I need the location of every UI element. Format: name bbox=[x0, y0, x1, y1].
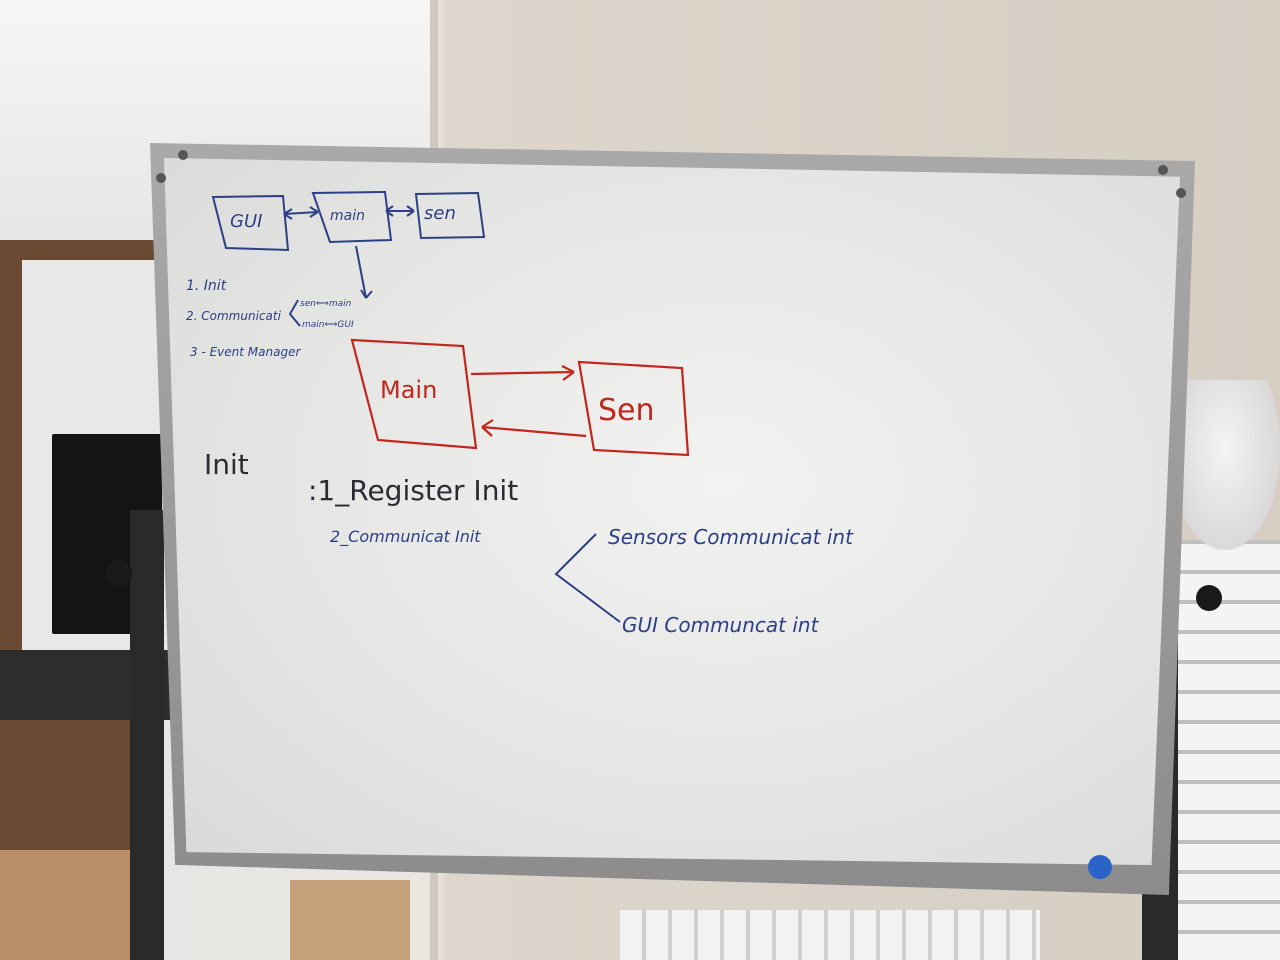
brace bbox=[288, 299, 301, 327]
stand-knob-left bbox=[106, 560, 132, 586]
init-heading: Init bbox=[204, 448, 249, 481]
init-step-communicat: 2_Communicat Init bbox=[330, 527, 481, 547]
arrow-main-sen bbox=[385, 205, 415, 217]
box-gui-outline bbox=[211, 194, 290, 252]
branch-gui: GUI Communcat int bbox=[622, 613, 820, 637]
screw bbox=[1158, 165, 1168, 175]
plastic-bag bbox=[1170, 380, 1280, 550]
screw bbox=[156, 173, 166, 183]
list-sub-sen-main: sen⟺main bbox=[300, 299, 352, 309]
whiteboard-surface bbox=[164, 158, 1180, 866]
list-sub-main-gui: main⟺GUI bbox=[302, 320, 354, 330]
red-arrow-sen-main bbox=[481, 419, 587, 438]
screw bbox=[1176, 188, 1186, 198]
red-box-main-outline bbox=[350, 338, 478, 450]
box-sen-outline bbox=[414, 191, 486, 240]
list-item-event-manager: 3 - Event Manager bbox=[190, 345, 301, 359]
arrow-gui-main bbox=[283, 206, 319, 220]
branch-sensors: Sensors Communicat int bbox=[608, 525, 854, 549]
arrow-main-down bbox=[355, 245, 373, 299]
list-item-communication: 2. Communicati bbox=[186, 309, 282, 323]
main-label: main bbox=[330, 208, 365, 224]
cardboard-box-right bbox=[290, 880, 410, 960]
radiator bbox=[620, 910, 1040, 960]
stand-knob-right bbox=[1196, 585, 1222, 611]
brand-sticker bbox=[1088, 855, 1112, 879]
red-box-sen-outline bbox=[577, 360, 690, 457]
red-sen-label: Sen bbox=[598, 393, 655, 428]
branch-lines bbox=[554, 533, 621, 623]
stand-left-leg bbox=[130, 510, 164, 960]
red-main-label: Main bbox=[380, 376, 437, 404]
sen-label: sen bbox=[424, 203, 456, 224]
gui-label: GUI bbox=[230, 211, 262, 232]
box-main-outline bbox=[311, 190, 393, 244]
screw bbox=[178, 150, 188, 160]
cardboard-box bbox=[0, 850, 150, 960]
init-step-register: :1_Register Init bbox=[308, 474, 518, 507]
parts-organizer bbox=[1160, 540, 1280, 960]
red-arrow-main-sen bbox=[470, 365, 575, 381]
list-item-init: 1. Init bbox=[186, 278, 227, 294]
